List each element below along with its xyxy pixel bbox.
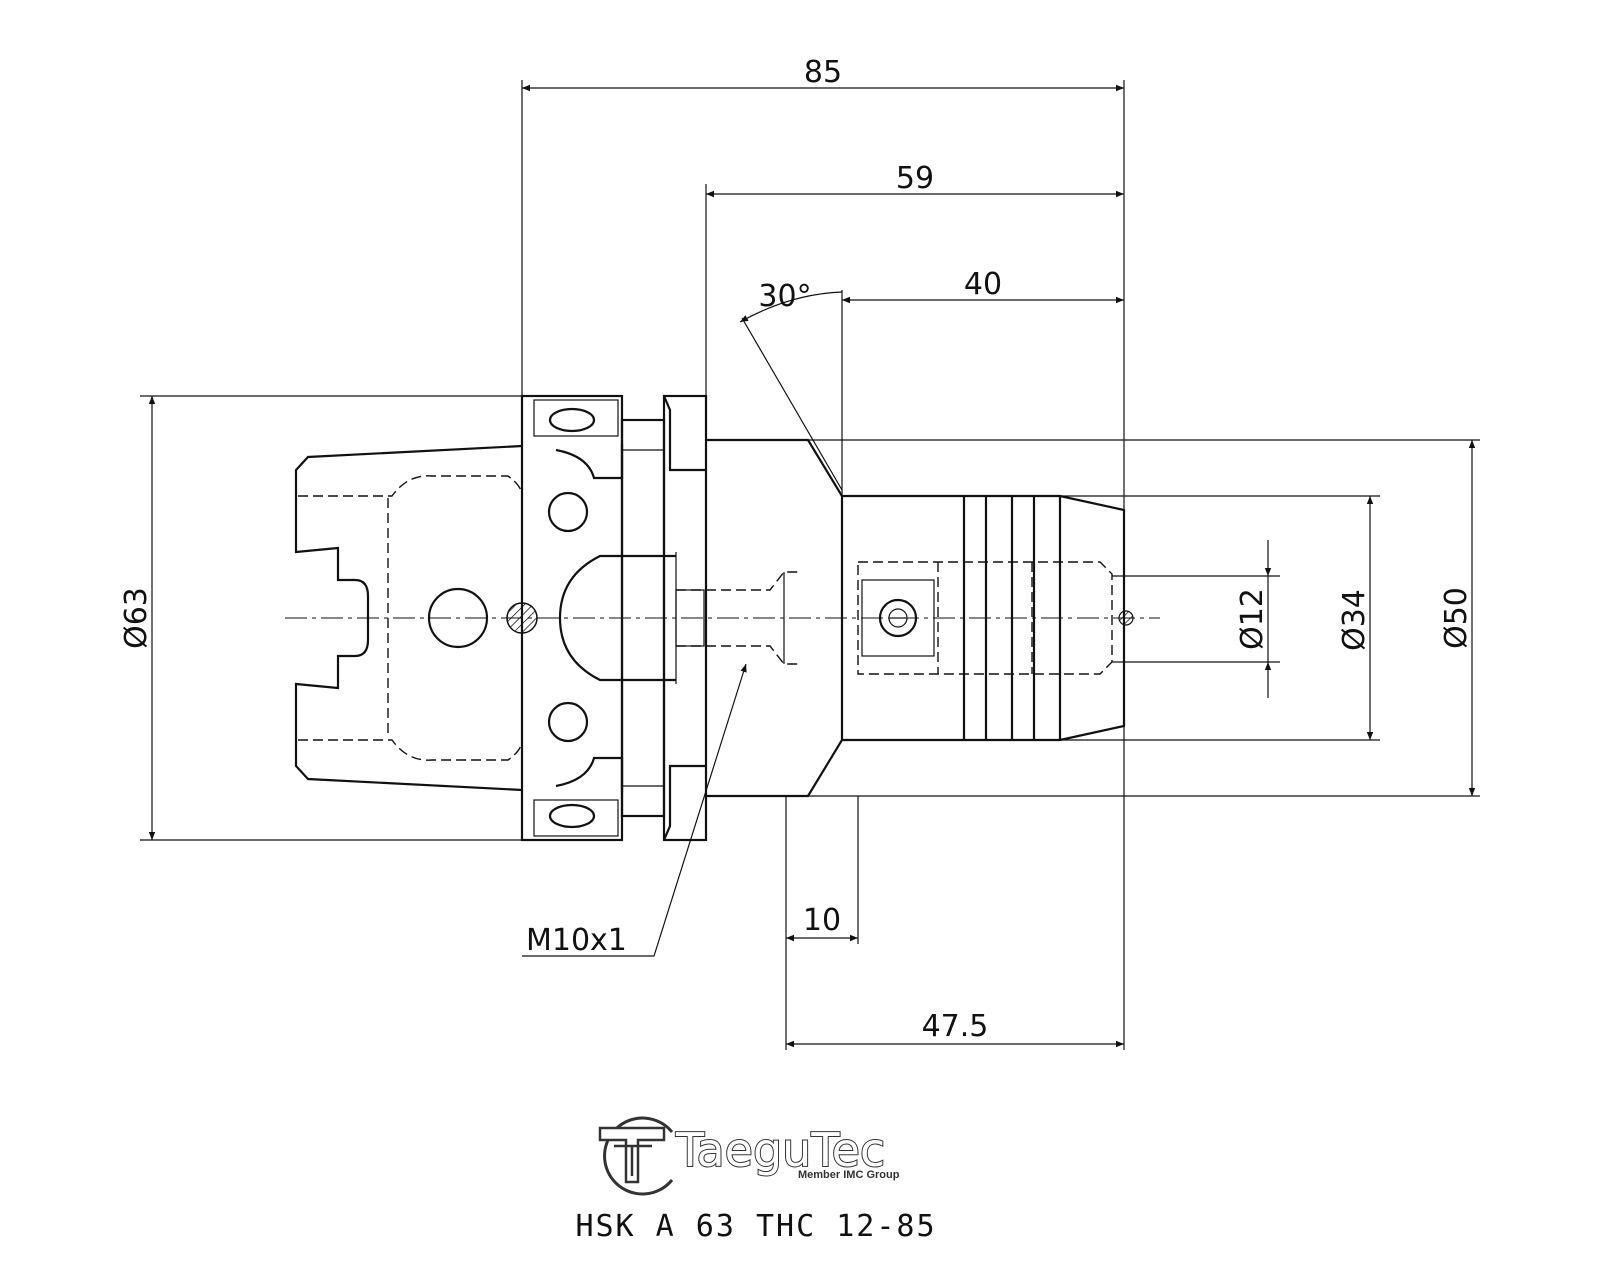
taegutec-logo: TaeguTec Member IMC Group (598, 1116, 900, 1196)
logo-wordmark: TaeguTec (675, 1123, 885, 1177)
logo-tagline: Member IMC Group (798, 1169, 900, 1181)
dim-nose-diameter: Ø34 (1337, 589, 1372, 651)
dim-flange-offset: 10 (803, 903, 841, 938)
dim-bore-diameter: Ø12 (1235, 588, 1270, 650)
dim-grip-length: 40 (964, 267, 1002, 302)
set-screw-icon (878, 598, 918, 638)
dim-overall-length: 85 (804, 55, 842, 90)
part-number: HSK A 63 THC 12-85 (575, 1209, 936, 1244)
tt-monogram-icon (598, 1116, 674, 1196)
drawbar (558, 554, 800, 682)
dimension-lines (148, 84, 1476, 1048)
dim-hsk-diameter: Ø63 (119, 587, 154, 649)
extension-lines (140, 80, 1480, 1050)
coolant-hole-icon (427, 587, 489, 649)
dim-body-diameter: Ø50 (1439, 587, 1474, 649)
hsk-flange (520, 394, 708, 842)
dim-thread: M10x1 (526, 923, 627, 958)
orientation-slot-icon (548, 407, 596, 433)
dim-chamfer-angle: 30° (758, 279, 811, 314)
dim-shank-length: 59 (896, 161, 934, 196)
dim-reach: 47.5 (922, 1009, 989, 1044)
orientation-slot-icon (548, 803, 596, 829)
